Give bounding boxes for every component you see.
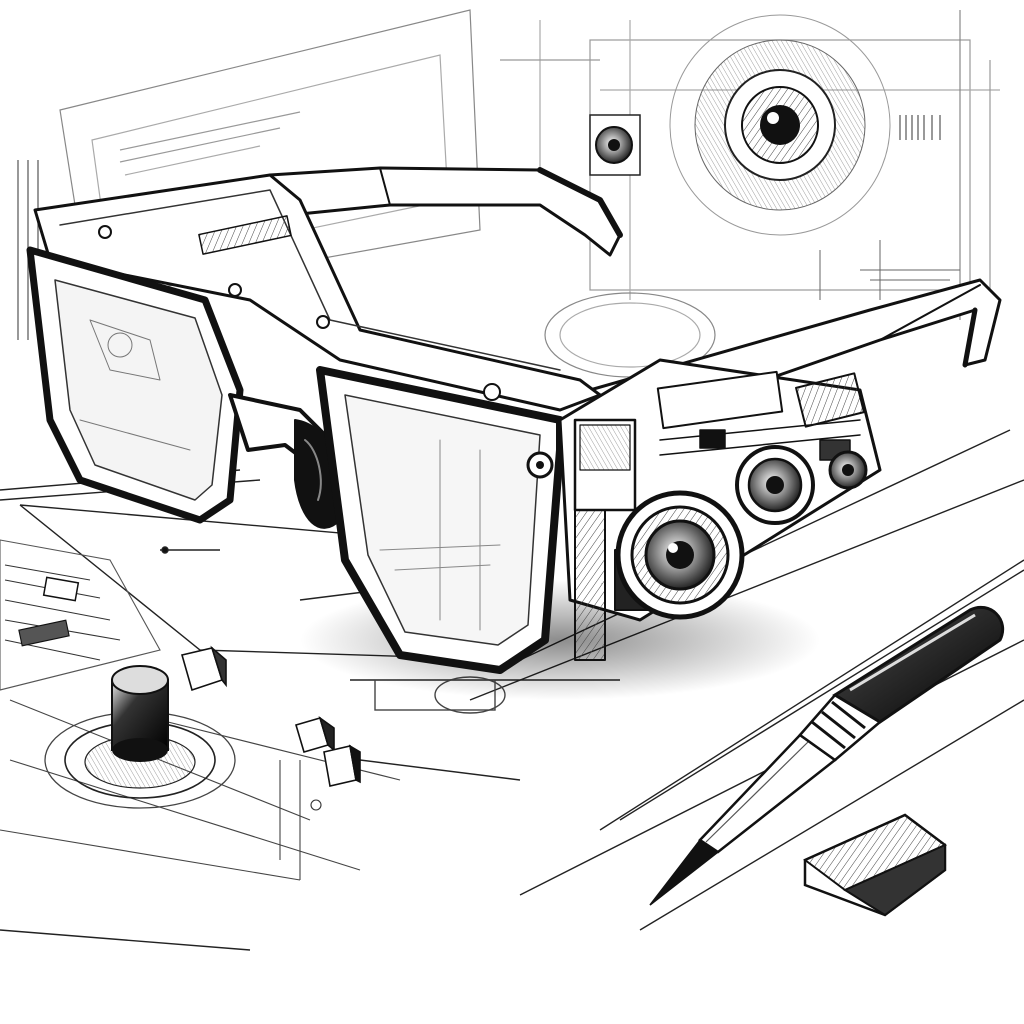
left-lens <box>54 279 223 501</box>
circuit-board-sketch <box>0 539 401 881</box>
eraser-block <box>803 813 947 917</box>
knob-component <box>44 665 236 809</box>
smart-glasses <box>26 166 1002 674</box>
camera-lens-schematic <box>589 14 960 300</box>
far-temple-arm <box>268 166 622 257</box>
cube-components <box>180 645 361 787</box>
right-lens <box>344 394 541 646</box>
camera-module <box>558 358 882 661</box>
stylus-pen <box>649 605 1005 906</box>
